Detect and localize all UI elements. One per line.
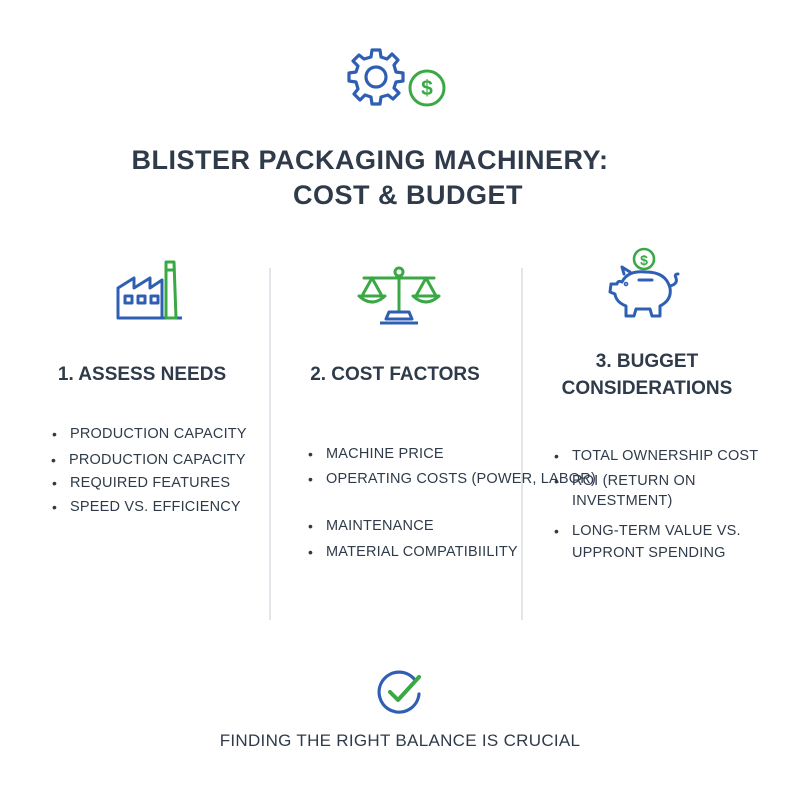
page-title-line2: COST & BUDGET <box>292 180 523 210</box>
budget-considerations-list: TOTAL OWNERSHIP COST ROI (RETURN ON INVE… <box>554 446 758 563</box>
list-item: PRODUCTION CAPACITY <box>51 450 246 470</box>
list-item: MATERIAL COMPATIBIILITY <box>308 542 596 562</box>
heading-line: 3. BUGGET <box>595 351 699 372</box>
checkmark-circle-icon <box>377 670 421 714</box>
assess-needs-list: PRODUCTION CAPACITY PRODUCTION CAPACITY … <box>51 424 247 517</box>
list-item: MAINTENANCE <box>308 516 596 536</box>
list-item: MACHINE PRICE <box>308 444 596 464</box>
list-item-continuation: UPPRONT SPENDING <box>572 545 726 561</box>
gear-with-dollar-icon: $ <box>347 48 446 107</box>
list-item-continuation: INVESTMENT) <box>572 493 673 509</box>
column-heading-cost-factors: 2. COST FACTORS <box>310 364 480 385</box>
footer-text: FINDING THE RIGHT BALANCE IS CRUCIAL <box>219 731 581 750</box>
column-divider <box>269 268 271 620</box>
svg-text:$: $ <box>640 252 648 268</box>
svg-text:$: $ <box>421 77 433 100</box>
list-item: PRODUCTION CAPACITY <box>52 424 247 444</box>
list-item: TOTAL OWNERSHIP COST <box>554 446 758 466</box>
column-heading-budget-considerations: 3. BUGGET CONSIDERATIONS <box>552 348 742 402</box>
list-item: REQUIRED FEATURES <box>52 473 247 493</box>
piggy-bank-icon: $ <box>608 247 680 318</box>
list-item: ROI (RETURN ON <box>554 471 758 491</box>
list-item: SPEED VS. EFFICIENCY <box>52 497 247 517</box>
cost-factors-list: MACHINE PRICE OPERATING COSTS (POWER, LA… <box>308 444 596 562</box>
factory-icon <box>116 260 182 320</box>
heading-line: CONSIDERATIONS <box>561 378 733 399</box>
list-item: OPERATING COSTS (POWER, LABOR) <box>308 469 596 489</box>
column-heading-assess-needs: 1. ASSESS NEEDS <box>57 364 227 385</box>
balance-scale-icon <box>357 266 441 325</box>
list-item: LONG-TERM VALUE VS. <box>554 521 758 541</box>
page-title-line1: BLISTER PACKAGING MACHINERY: <box>131 145 609 175</box>
